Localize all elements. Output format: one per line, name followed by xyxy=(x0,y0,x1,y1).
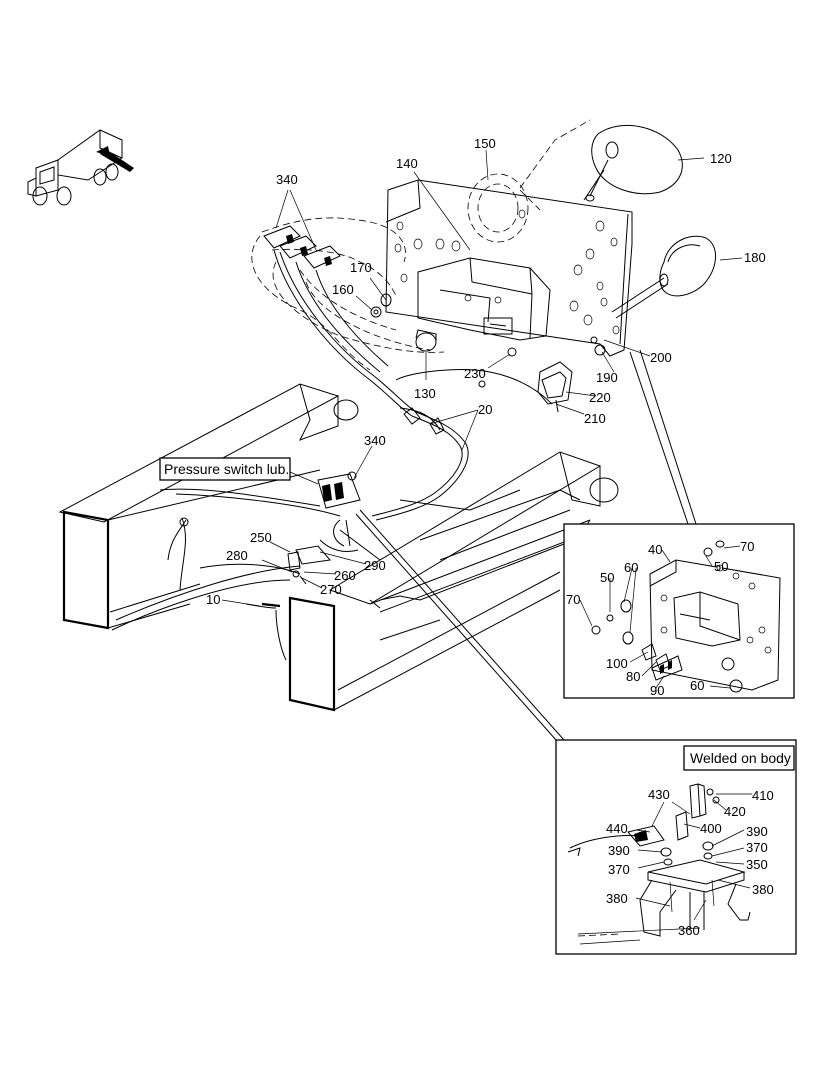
mirror-150 xyxy=(467,173,541,243)
switch-130 xyxy=(415,329,437,352)
callout-190: 190 xyxy=(596,370,618,385)
lamp-220 xyxy=(537,361,573,413)
pressure-switch-label: Pressure switch lub. xyxy=(164,461,289,477)
callout-390-left: 390 xyxy=(608,843,630,858)
callout-380-left: 380 xyxy=(606,891,628,906)
connectors-340 xyxy=(263,225,341,269)
callout-100: 100 xyxy=(606,656,628,671)
callout-230: 230 xyxy=(464,366,486,381)
cab-front-plate xyxy=(385,179,633,357)
callout-60-bottom: 60 xyxy=(690,678,704,693)
nut-230 xyxy=(507,347,517,357)
callout-180: 180 xyxy=(744,250,766,265)
callout-340-mid: 340 xyxy=(364,433,386,448)
callout-390-right: 390 xyxy=(746,824,768,839)
callout-170: 170 xyxy=(350,260,372,275)
callout-210: 210 xyxy=(584,411,606,426)
callout-160: 160 xyxy=(332,282,354,297)
mirror-180 xyxy=(611,235,716,319)
callout-140: 140 xyxy=(396,156,418,171)
detail-welded-box xyxy=(555,739,797,955)
callout-270: 270 xyxy=(320,582,342,597)
callout-20: 20 xyxy=(478,402,492,417)
callout-430: 430 xyxy=(648,787,670,802)
nut-160 xyxy=(370,306,382,318)
welded-note-box xyxy=(683,745,795,771)
callout-150: 150 xyxy=(474,136,496,151)
callout-labels: 150 120 140 340 180 170 160 200 230 190 … xyxy=(164,136,791,938)
callout-220: 220 xyxy=(589,390,611,405)
callout-340-top: 340 xyxy=(276,172,298,187)
callout-370-left: 370 xyxy=(608,862,630,877)
callout-80: 80 xyxy=(626,669,640,684)
callout-10: 10 xyxy=(206,592,220,607)
callout-350: 350 xyxy=(746,857,768,872)
callout-90: 90 xyxy=(650,683,664,698)
frame-chassis xyxy=(58,383,619,712)
callout-260: 260 xyxy=(334,568,356,583)
callout-70-top: 70 xyxy=(740,539,754,554)
callout-200: 200 xyxy=(650,350,672,365)
welded-on-body-label: Welded on body xyxy=(690,750,791,766)
callout-280: 280 xyxy=(226,548,248,563)
callout-50-left: 50 xyxy=(600,570,614,585)
dump-truck-icon xyxy=(27,129,134,206)
callout-360: 360 xyxy=(678,923,700,938)
detail-leaders xyxy=(355,349,697,741)
callout-40: 40 xyxy=(648,542,662,557)
callout-370-right: 370 xyxy=(746,840,768,855)
callout-440: 440 xyxy=(606,821,628,836)
callout-410: 410 xyxy=(752,788,774,803)
callout-120: 120 xyxy=(710,151,732,166)
mirror-120 xyxy=(519,119,683,202)
callout-70-left: 70 xyxy=(566,592,580,607)
washer-170 xyxy=(380,293,392,307)
callout-420: 420 xyxy=(724,804,746,819)
callout-380-right: 380 xyxy=(752,882,774,897)
callout-290: 290 xyxy=(364,558,386,573)
sensor-bracket-250 xyxy=(287,551,307,585)
callout-400: 400 xyxy=(700,821,722,836)
callout-50-right: 50 xyxy=(714,559,728,574)
wiring-dashed xyxy=(251,217,445,371)
callout-60-top: 60 xyxy=(624,560,638,575)
wiring-harness xyxy=(273,249,553,521)
nut-190 xyxy=(590,336,606,356)
pressure-switch-box xyxy=(159,457,291,481)
callout-250: 250 xyxy=(250,530,272,545)
lube-pressure-switch-assembly xyxy=(295,471,361,565)
cable-10 xyxy=(245,602,287,661)
detail-panel-box xyxy=(563,523,795,699)
callout-leaders xyxy=(221,149,743,607)
callout-130: 130 xyxy=(414,386,436,401)
